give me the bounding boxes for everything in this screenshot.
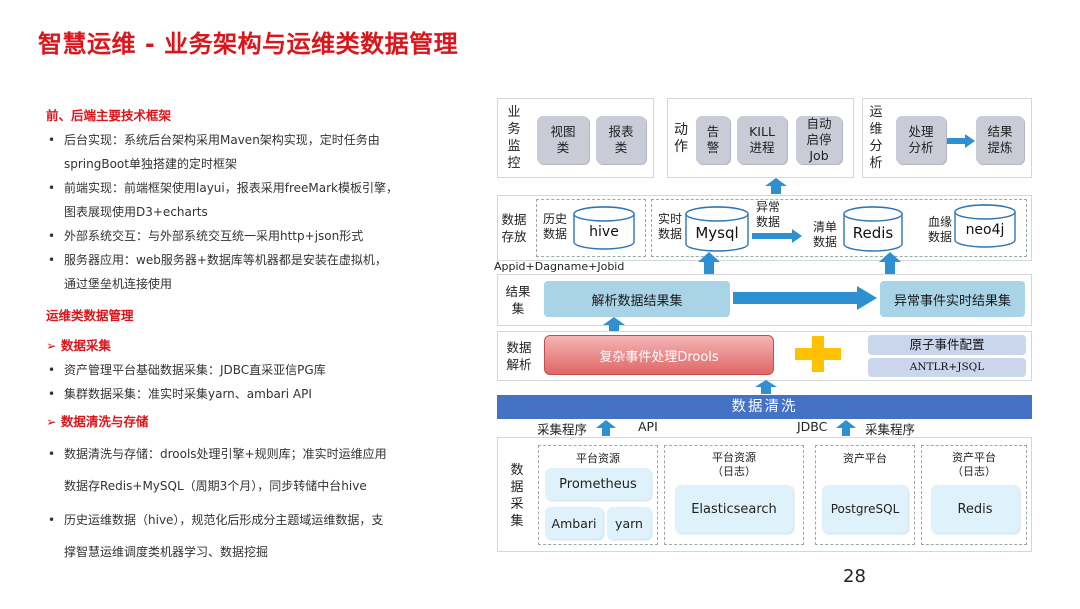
chip-kill: KILL进程 <box>737 116 787 164</box>
arrow-up-icon <box>755 380 777 394</box>
arrow-right-icon <box>947 134 975 148</box>
collect-program-right: 采集程序 <box>865 422 916 437</box>
arrow-up-icon <box>603 317 625 333</box>
arrow-up-icon <box>879 252 901 278</box>
group-title: 资产平台 <box>843 452 887 465</box>
history-label: 历史数据 <box>542 212 567 241</box>
section-tech-title: 前、后端主要技术框架 <box>46 108 172 123</box>
database-icon <box>843 206 903 252</box>
monitor-label: 业务监控 <box>507 105 521 171</box>
group-title: 平台资源（日志） <box>712 451 756 478</box>
arrow-right-icon <box>752 229 802 243</box>
collect-program-left: 采集程序 <box>537 422 588 437</box>
chip-process-analysis: 处理分析 <box>896 116 946 164</box>
list-item: 数据清洗与存储：drools处理引擎+规则库；准实时运维应用数据存Redis+M… <box>46 438 456 502</box>
database-icon <box>573 206 635 250</box>
source-yarn: yarn <box>607 507 651 539</box>
appid-label: Appid+Dagname+Jobid <box>494 260 625 273</box>
arrow-up-icon <box>765 178 787 194</box>
section-ops-data-title: 运维类数据管理 <box>46 308 134 323</box>
page-number: 28 <box>843 566 866 587</box>
clean-list: 数据清洗与存储：drools处理引擎+规则库；准实时运维应用数据存Redis+M… <box>46 438 456 568</box>
analysis-label: 运维分析 <box>869 105 883 171</box>
group-platform-logs <box>664 445 804 545</box>
group-platform-resources <box>538 445 658 545</box>
neo4j-db: neo4j <box>954 204 1016 248</box>
source-redis: Redis <box>931 485 1019 533</box>
sub-collect-title: ➢ 数据采集 <box>46 338 111 353</box>
tech-list: 后台实现：系统后台架构采用Maven架构实现，定时任务由springBoot单独… <box>46 128 456 296</box>
parse-label: 数据解析 <box>506 340 532 372</box>
source-prometheus: Prometheus <box>545 468 651 500</box>
list-item: 资产管理平台基础数据采集：JDBC直采亚信PG库 <box>46 358 456 382</box>
chip-result-refine: 结果提炼 <box>976 116 1024 164</box>
list-item: 外部系统交互：与外部系统交互统一采用http+json形式 <box>46 224 456 248</box>
arrow-up-icon <box>596 420 616 436</box>
collect-list: 资产管理平台基础数据采集：JDBC直采亚信PG库 集群数据采集：准实时采集yar… <box>46 358 456 406</box>
chip-view: 视图类 <box>537 116 589 164</box>
list-item: 后台实现：系统后台架构采用Maven架构实现，定时任务由springBoot单独… <box>46 128 456 176</box>
drools-box: 复杂事件处理Drools <box>544 335 774 375</box>
sub-clean-title: ➢ 数据清洗与存储 <box>46 414 149 429</box>
redis-db: Redis <box>843 206 903 252</box>
slide-title: 智慧运维 - 业务架构与运维类数据管理 <box>38 30 459 58</box>
abnormal-result-set: 异常事件实时结果集 <box>880 281 1025 317</box>
chip-alarm: 告警 <box>696 116 730 164</box>
list-item: 集群数据采集：准实时采集yarn、ambari API <box>46 382 456 406</box>
jdbc-label: JDBC <box>797 419 828 434</box>
list-item: 历史运维数据（hive），规范化后形成分主题域运维数据，支撑智慧运维调度类机器学… <box>46 504 456 568</box>
storage-label: 数据存放 <box>501 212 527 244</box>
list-data-label: 清单数据 <box>812 220 837 249</box>
group-title: 平台资源 <box>576 452 620 465</box>
data-cleaning-banner: 数据清洗 <box>497 395 1032 419</box>
left-text-column: 前、后端主要技术框架 后台实现：系统后台架构采用Maven架构实现，定时任务由s… <box>46 104 456 568</box>
realtime-label: 实时数据 <box>657 212 682 241</box>
atomic-config-box: 原子事件配置 <box>868 335 1026 355</box>
plus-icon <box>795 336 841 372</box>
api-label: API <box>638 419 658 434</box>
realtime-box <box>651 199 1027 257</box>
mysql-db: Mysql <box>685 206 749 252</box>
list-item: 前端实现：前端框架使用layui，报表采用freeMark模板引擎，图表展现使用… <box>46 176 456 224</box>
lineage-label: 血缘数据 <box>927 215 952 244</box>
group-title: 资产平台（日志） <box>952 451 996 478</box>
group-asset-logs <box>921 445 1027 545</box>
list-item: 服务器应用：web服务器+数据库等机器都是安装在虚拟机，通过堡垒机连接使用 <box>46 248 456 296</box>
arrow-bullet-icon: ➢ <box>46 338 61 353</box>
abnormal-data-label: 异常数据 <box>755 200 780 229</box>
source-postgresql: PostgreSQL <box>822 485 908 533</box>
history-box <box>536 199 646 257</box>
collect-label: 数据采集 <box>510 463 524 529</box>
source-ambari: Ambari <box>545 507 603 539</box>
hive-db: hive <box>573 206 635 250</box>
antlr-box: ANTLR+JSQL <box>868 358 1026 377</box>
database-icon <box>685 206 749 252</box>
chip-auto-start-stop: 自动启停Job <box>796 116 842 164</box>
arrow-up-icon <box>836 420 856 436</box>
arrow-right-icon <box>733 286 877 310</box>
parse-result-set: 解析数据结果集 <box>544 281 730 317</box>
arrow-bullet-icon: ➢ <box>46 414 61 429</box>
action-label: 动作 <box>674 122 688 155</box>
result-label: 结果集 <box>505 284 531 316</box>
source-elasticsearch: Elasticsearch <box>675 485 793 533</box>
group-asset-platform <box>815 445 915 545</box>
arrow-up-icon <box>698 252 720 278</box>
chip-report: 报表类 <box>596 116 646 164</box>
database-icon <box>954 204 1016 248</box>
